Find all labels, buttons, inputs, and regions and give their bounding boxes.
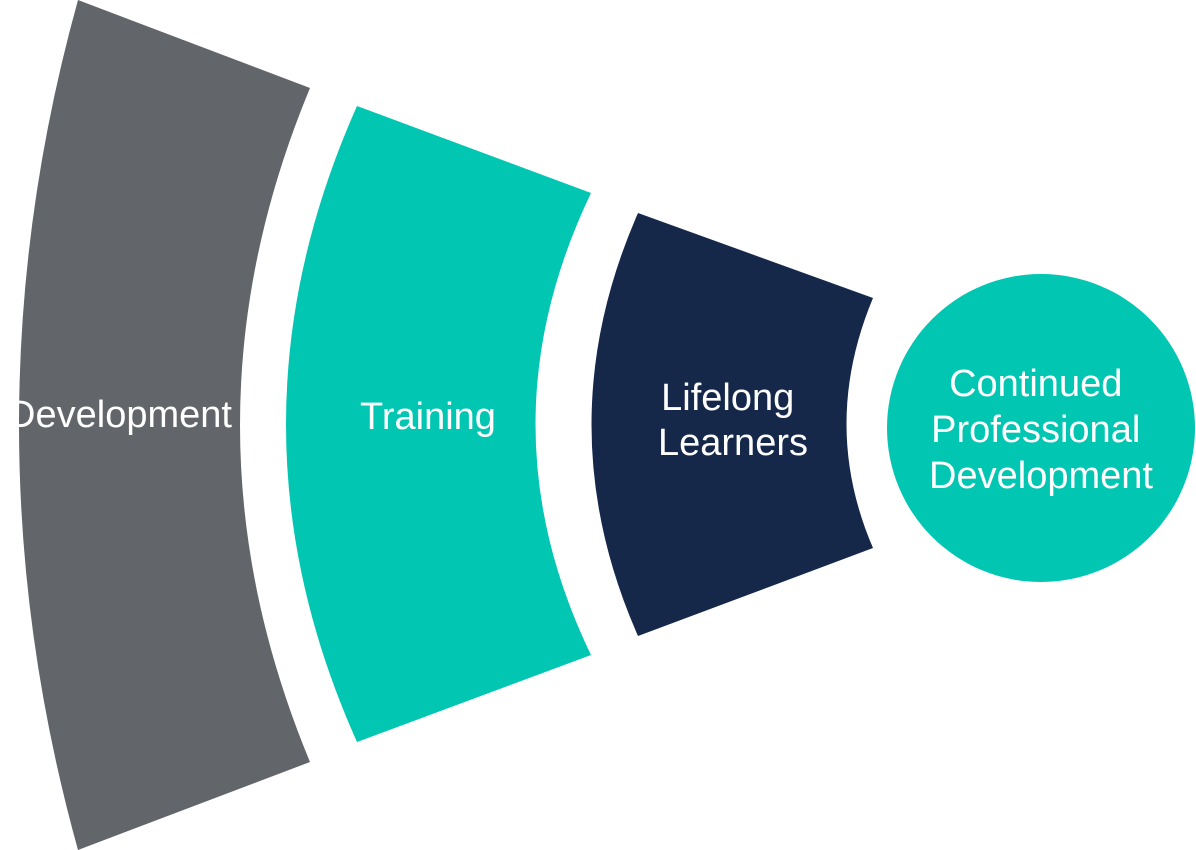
stage-development-label: Development: [8, 394, 232, 436]
stage-development-shape: [19, 0, 310, 850]
stage-training: Training: [286, 106, 591, 742]
stage-training-shape: [286, 106, 591, 742]
stage-training-label: Training: [360, 396, 496, 438]
stage-development: Development: [8, 0, 310, 850]
stage-continued-professional-development-shape: [887, 274, 1195, 582]
stage-continued-professional-development: Continued Professional Development: [887, 274, 1195, 582]
stage-lifelong-learners-shape: [591, 213, 873, 636]
stage-lifelong-learners: Lifelong Learners: [591, 213, 873, 636]
stage-continued-professional-development-label: Continued Professional Development: [929, 363, 1153, 497]
stage-lifelong-learners-label: Lifelong Learners: [658, 377, 808, 464]
